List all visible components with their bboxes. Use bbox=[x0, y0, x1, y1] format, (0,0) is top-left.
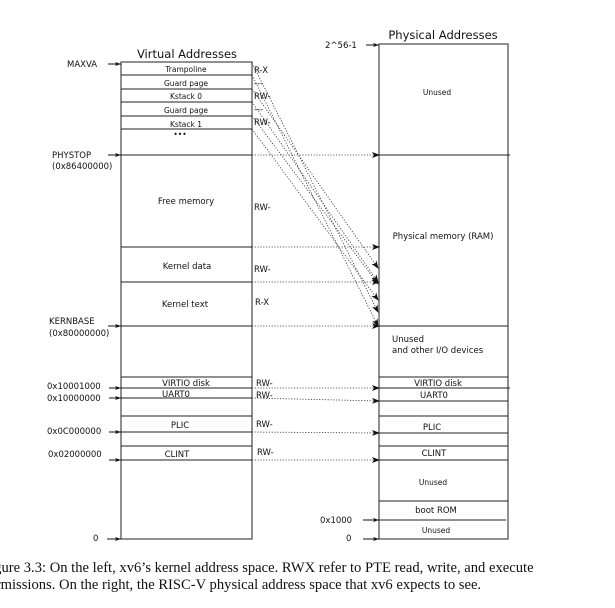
vregion-kstack-1: Kstack 1 bbox=[170, 120, 202, 129]
perm-uart0: RW- bbox=[256, 391, 273, 401]
pregion-clint: CLINT bbox=[422, 449, 448, 459]
addr-zero-virtual: 0 bbox=[93, 534, 98, 544]
physical-box bbox=[378, 43, 509, 540]
addr-virtio: 0x10001000 bbox=[47, 382, 101, 392]
pregion-plic: PLIC bbox=[423, 423, 441, 433]
perm-trampoline: R-X bbox=[254, 66, 268, 76]
addr-kernbase-value: (0x80000000) bbox=[49, 329, 109, 339]
vregion-plic: PLIC bbox=[171, 421, 189, 431]
caption-line-1: Figure 3.3: On the left, xv6’s kernel ad… bbox=[0, 560, 534, 576]
virtual-dividers bbox=[121, 74, 252, 461]
map-kstack0-bottom bbox=[251, 101, 379, 283]
vregion-kstack-0: Kstack 0 bbox=[170, 92, 202, 101]
vregion-kernel-text: Kernel text bbox=[162, 300, 209, 310]
paddr-zero: 0 bbox=[346, 534, 351, 544]
caption-line-2: permissions. On the right, the RISC-V ph… bbox=[0, 577, 482, 593]
vregion-uart0: UART0 bbox=[162, 390, 190, 400]
pregion-uart0: UART0 bbox=[420, 391, 448, 401]
perm-clint: RW- bbox=[257, 448, 274, 458]
paddr-0x1000: 0x1000 bbox=[320, 516, 352, 526]
vregion-trampoline: Trampoline bbox=[164, 65, 207, 74]
addr-phystop: PHYSTOP bbox=[52, 151, 91, 161]
map-kstack0-top bbox=[251, 88, 379, 269]
perm-guard-page-1: --- bbox=[254, 105, 263, 115]
map-kstack1-top bbox=[251, 115, 379, 285]
perm-kstack-1: RW- bbox=[254, 118, 271, 128]
perm-kstack-0: RW- bbox=[254, 92, 271, 102]
map-kstack1-bottom bbox=[251, 128, 379, 301]
pregion-virtio-disk: VIRTIO disk bbox=[414, 379, 462, 389]
perm-free-memory: RW- bbox=[254, 203, 271, 213]
vregion-free-memory: Free memory bbox=[158, 197, 214, 207]
perm-guard-page-0: --- bbox=[254, 79, 263, 89]
perm-virtio-disk: RW- bbox=[256, 379, 273, 389]
pregion-unused-top: Unused bbox=[423, 88, 452, 97]
vregion-ellipsis: ••• bbox=[173, 130, 186, 139]
vregion-guard-page-0: Guard page bbox=[164, 79, 208, 88]
mapping-arrows bbox=[251, 62, 380, 463]
perm-kernel-text: R-X bbox=[255, 298, 269, 308]
addr-uart: 0x10000000 bbox=[47, 394, 101, 404]
physical-title: Physical Addresses bbox=[388, 28, 497, 42]
virtual-title: Virtual Addresses bbox=[137, 47, 237, 61]
pregion-unused-mid: Unused bbox=[419, 478, 448, 487]
addr-phystop-value: (0x86400000) bbox=[52, 162, 112, 172]
addr-plic: 0x0C000000 bbox=[47, 427, 101, 437]
vregion-kernel-data: Kernel data bbox=[163, 262, 212, 272]
addr-clint: 0x02000000 bbox=[48, 450, 102, 460]
map-trampoline-top bbox=[251, 62, 379, 313]
pregion-unused-bottom: Unused bbox=[422, 526, 451, 535]
paddr-top: 2^56-1 bbox=[325, 41, 357, 51]
virtual-box bbox=[120, 61, 253, 540]
vregion-guard-page-1: Guard page bbox=[164, 106, 208, 115]
map-plic bbox=[251, 429, 380, 436]
map-trampoline-bottom bbox=[251, 74, 379, 327]
vregion-virtio-disk: VIRTIO disk bbox=[162, 379, 210, 389]
perm-plic: RW- bbox=[256, 420, 273, 430]
addr-kernbase: KERNBASE bbox=[49, 317, 95, 327]
pregion-ram: Physical memory (RAM) bbox=[393, 232, 494, 242]
pregion-unused-io-line2: and other I/O devices bbox=[392, 346, 484, 356]
figure-caption: Figure 3.3: On the left, xv6’s kernel ad… bbox=[0, 560, 615, 594]
perm-kernel-data: RW- bbox=[254, 265, 271, 275]
physical-dividers bbox=[379, 154, 510, 521]
pregion-unused-io: Unused bbox=[392, 335, 424, 345]
addr-maxva: MAXVA bbox=[67, 60, 97, 70]
pregion-boot-rom: boot ROM bbox=[415, 506, 457, 516]
vregion-clint: CLINT bbox=[165, 450, 191, 460]
